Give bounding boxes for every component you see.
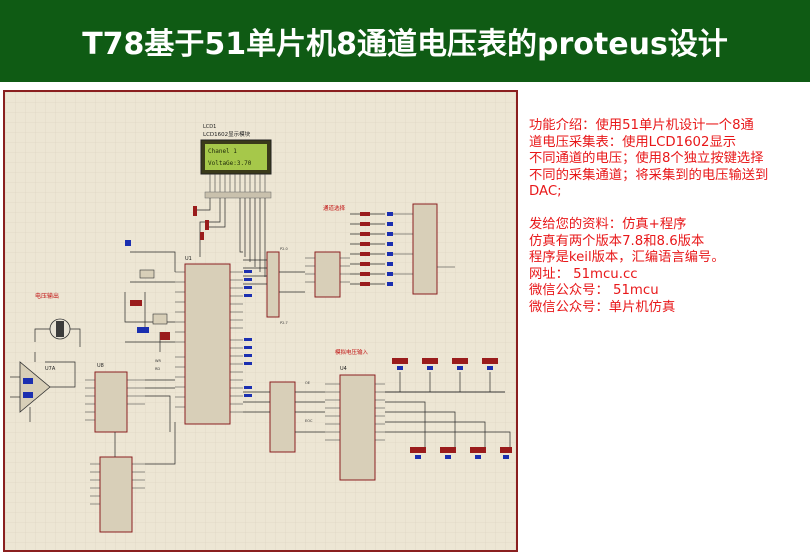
svg-text:EOC: EOC bbox=[305, 419, 313, 423]
schematic-screenshot: LCD1 LCD1602显示模块 Chanel 1 VoltaGe:3.70 bbox=[3, 90, 518, 552]
lcd-module: LCD1 LCD1602显示模块 Chanel 1 VoltaGe:3.70 bbox=[200, 124, 272, 199]
mcu-ref: U1 bbox=[185, 256, 192, 262]
adc-ref: U4 bbox=[340, 366, 347, 372]
svg-text:P2.0: P2.0 bbox=[280, 247, 288, 251]
intro-line: 不同的采集通道；将采集到的电压输送到 bbox=[529, 167, 769, 183]
svg-text:RD: RD bbox=[155, 367, 160, 371]
svg-text:WR: WR bbox=[155, 359, 161, 363]
intro-line: 功能介绍：使用51单片机设计一个8通 bbox=[529, 118, 754, 133]
potentiometers bbox=[385, 358, 512, 459]
channel-select-label: 通道选择 bbox=[323, 204, 346, 212]
wechat-line: 微信公众号：单片机仿真 bbox=[529, 299, 676, 315]
voltage-output-label: 电压输出 bbox=[35, 292, 59, 300]
info-line: 程序是keil版本，汇编语言编号。 bbox=[529, 250, 725, 266]
adc-chip: U4 bbox=[325, 366, 511, 481]
lcd-ref: LCD1 bbox=[203, 124, 216, 130]
schematic-diagram: LCD1 LCD1602显示模块 Chanel 1 VoltaGe:3.70 bbox=[5, 92, 516, 550]
opamp-ref: U7A bbox=[45, 366, 56, 372]
website-line: 网址： 51mcu.cc bbox=[529, 266, 638, 282]
info-line: 发给您的资料：仿真+程序 bbox=[529, 216, 687, 232]
project-description: 功能介绍：使用51单片机设计一个8通 道电压采集表：使用LCD1602显示 不同… bbox=[529, 118, 804, 317]
mcu-chip: U1 bbox=[175, 256, 252, 425]
intro-line: DAC; bbox=[529, 184, 562, 200]
svg-text:OE: OE bbox=[305, 381, 310, 385]
title-banner: T78基于51单片机8通道电压表的proteus设计 bbox=[0, 0, 810, 82]
page-title: T78基于51单片机8通道电压表的proteus设计 bbox=[82, 27, 728, 62]
wechat-line: 微信公众号： 51mcu bbox=[529, 283, 659, 299]
info-line: 仿真有两个版本7.8和8.6版本 bbox=[529, 233, 705, 249]
lcd-line-1: Chanel 1 bbox=[208, 148, 237, 155]
paragraph-spacer bbox=[529, 201, 804, 217]
dac-ref: U8 bbox=[97, 363, 104, 369]
svg-text:P2.7: P2.7 bbox=[280, 321, 288, 325]
lcd-title: LCD1602显示模块 bbox=[203, 130, 251, 138]
voltmeter bbox=[34, 318, 81, 347]
dac-chip: U8 bbox=[85, 363, 145, 433]
intro-line: 不同通道的电压；使用8个独立按键选择 bbox=[529, 151, 764, 167]
analog-input-label: 模拟电压输入 bbox=[335, 348, 369, 356]
channel-switches bbox=[350, 203, 455, 295]
intro-line: 道电压采集表：使用LCD1602显示 bbox=[529, 134, 737, 150]
lcd-line-2: VoltaGe:3.70 bbox=[208, 160, 252, 167]
